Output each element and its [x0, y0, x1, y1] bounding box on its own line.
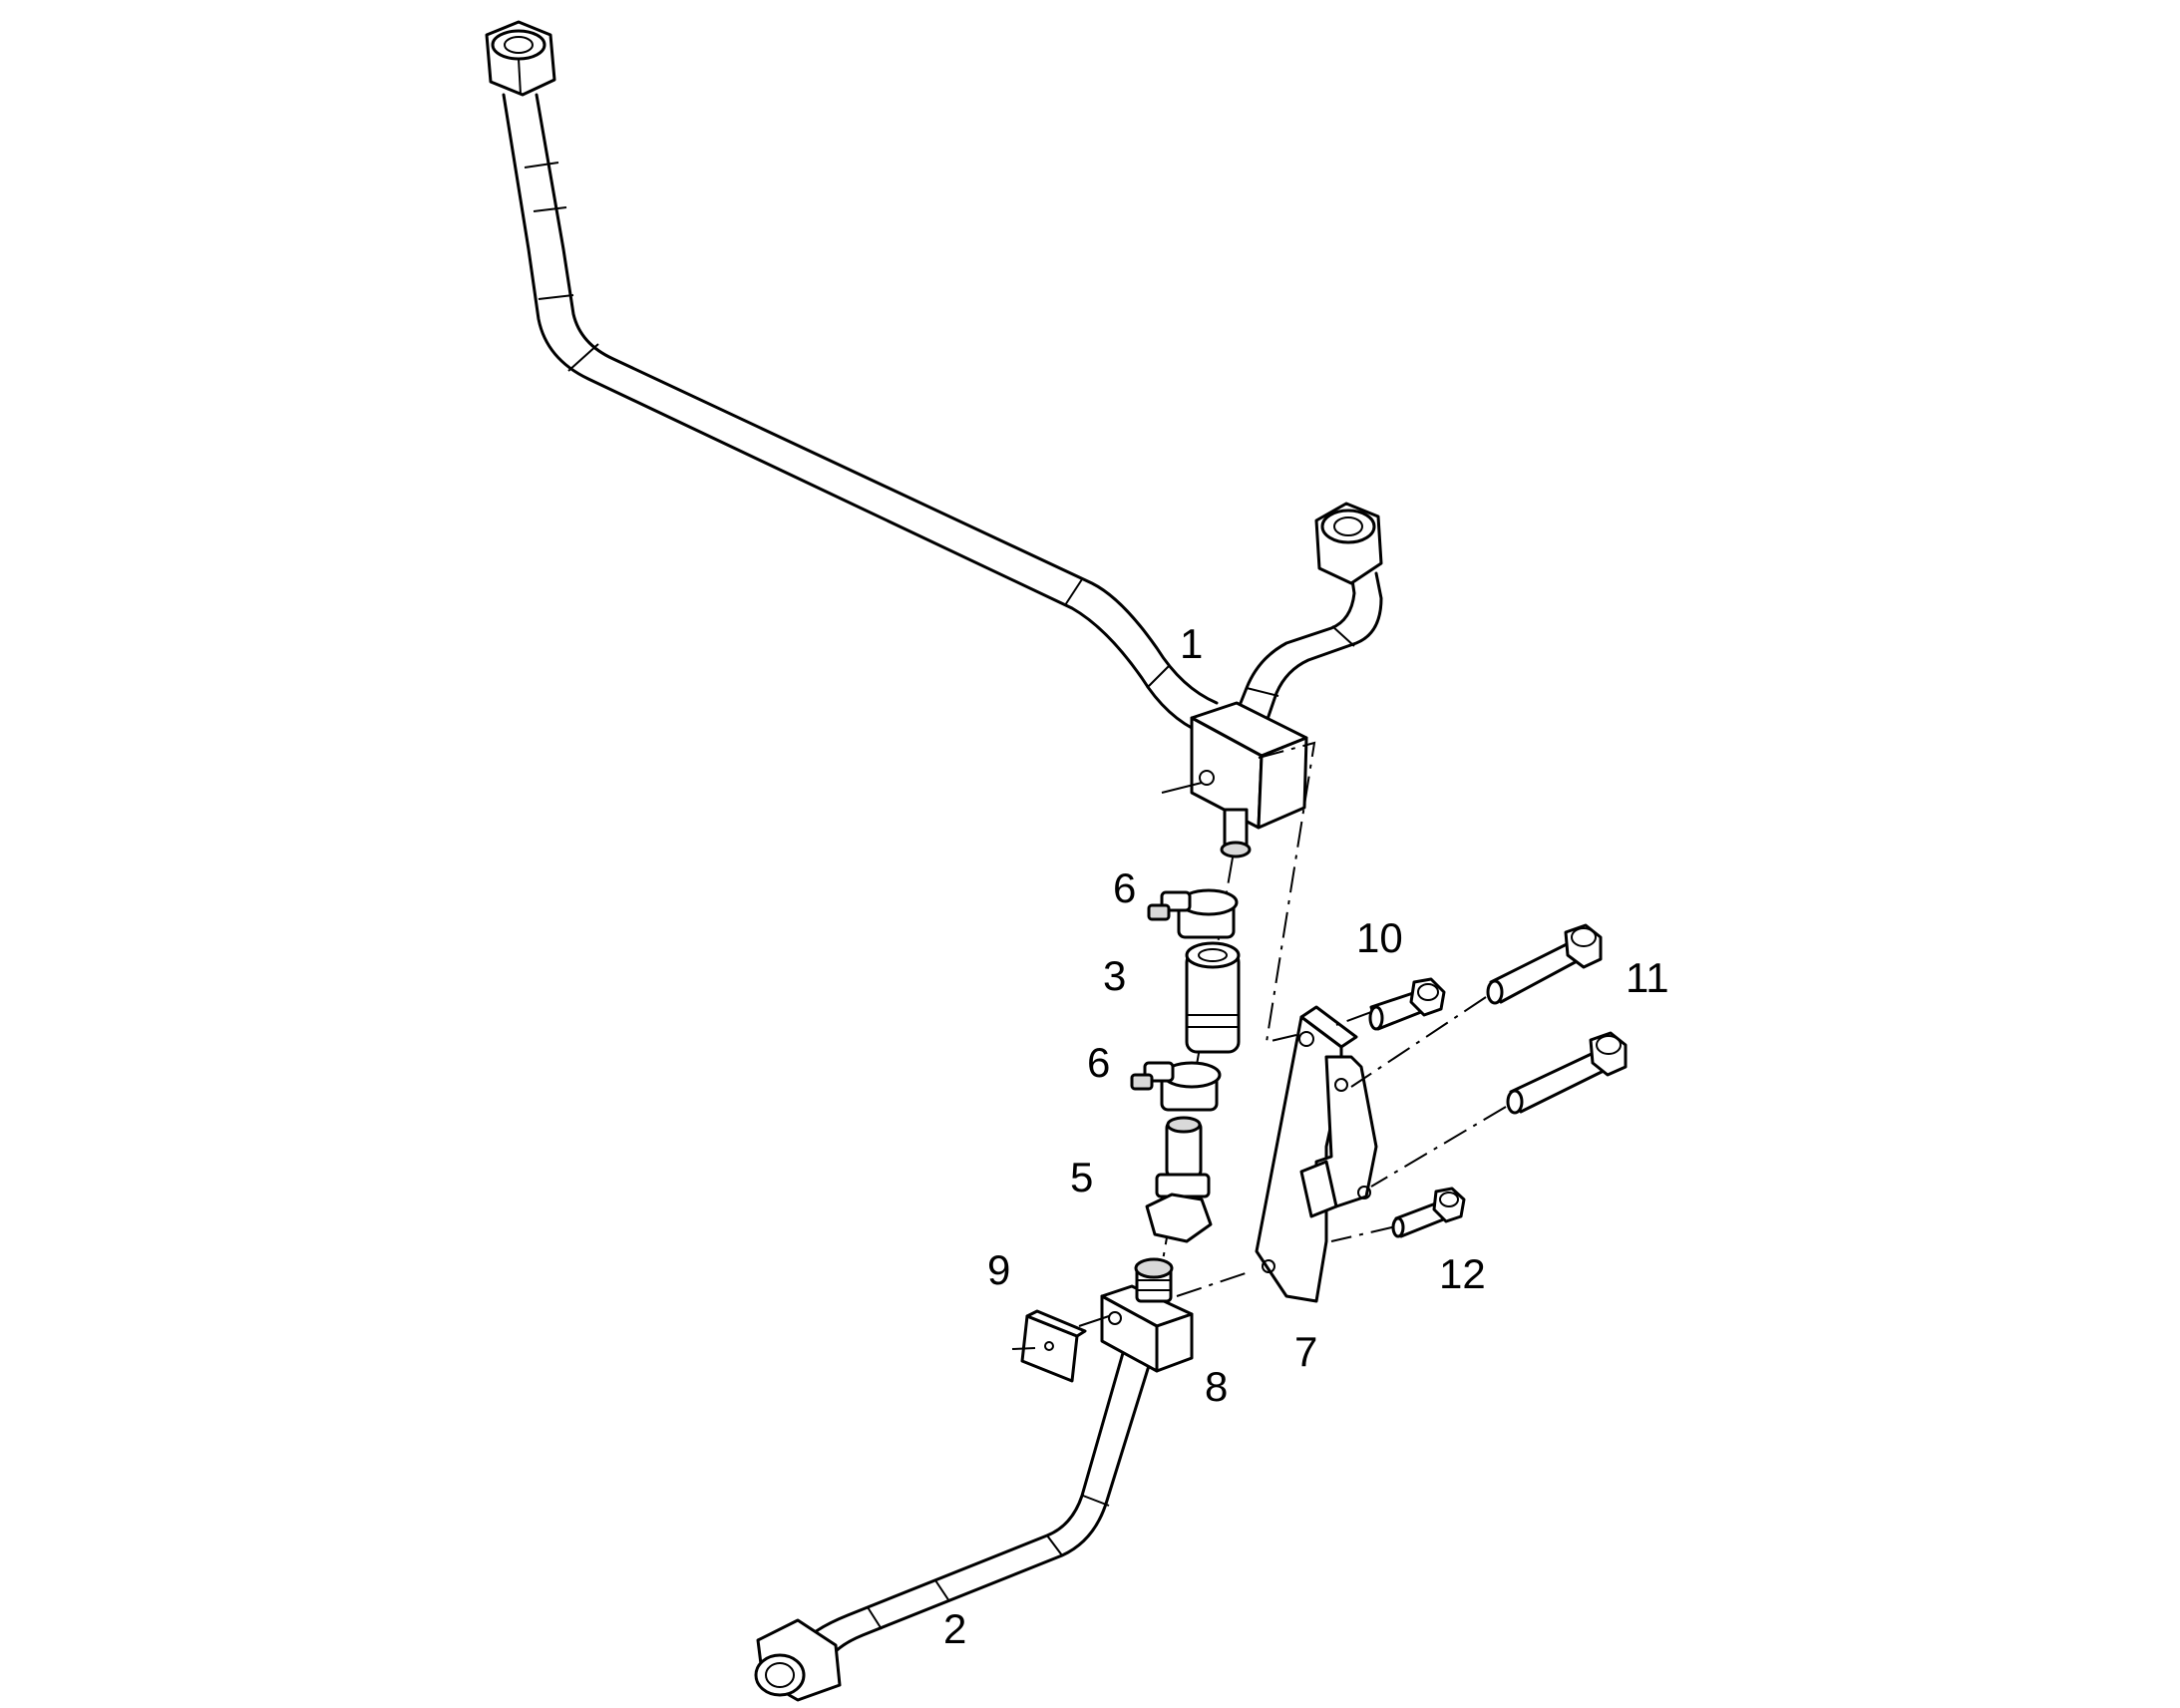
bolt-11-upper	[1486, 923, 1603, 1005]
sleeve-3	[1185, 941, 1241, 1054]
callout-10: 10	[1356, 914, 1403, 961]
hex-nut-top-right	[1314, 502, 1383, 585]
hose-clamp-6a	[1147, 888, 1239, 939]
callout-2: 2	[943, 1605, 966, 1652]
pipe-1	[485, 20, 1383, 858]
callout-7: 7	[1294, 1328, 1317, 1375]
leader-bolt11b	[1370, 1106, 1507, 1188]
callout-3: 3	[1103, 952, 1126, 999]
callout-8: 8	[1205, 1363, 1228, 1410]
pipe-2	[754, 1344, 1154, 1702]
callout-6a: 6	[1113, 864, 1136, 911]
callout-12: 12	[1439, 1250, 1486, 1297]
bolt-11-lower	[1506, 1031, 1628, 1115]
pad-9	[1011, 1309, 1110, 1383]
leader-block8-to-bracket	[1176, 1270, 1253, 1297]
callout-11: 11	[1626, 954, 1669, 1001]
junction-block-8	[1100, 1257, 1194, 1373]
hose-clamp-6b	[1130, 1061, 1222, 1112]
leader-block-to-bracket	[1258, 741, 1316, 1044]
leader-bolt12	[1330, 1225, 1397, 1242]
bolt-12	[1391, 1187, 1466, 1238]
junction-block-1	[1190, 701, 1308, 858]
bracket-7	[1255, 1005, 1378, 1303]
callout-5: 5	[1070, 1154, 1093, 1200]
callout-6b: 6	[1087, 1039, 1110, 1086]
leader-bolt11a	[1350, 996, 1487, 1088]
hex-nut-bottom	[754, 1618, 842, 1702]
callout-1: 1	[1180, 620, 1203, 667]
adapter-5	[1145, 1116, 1213, 1243]
hex-nut-top-left	[485, 20, 556, 97]
callout-9: 9	[987, 1246, 1010, 1293]
bolt-10	[1368, 977, 1446, 1031]
leader-bolt10	[1335, 1011, 1372, 1026]
